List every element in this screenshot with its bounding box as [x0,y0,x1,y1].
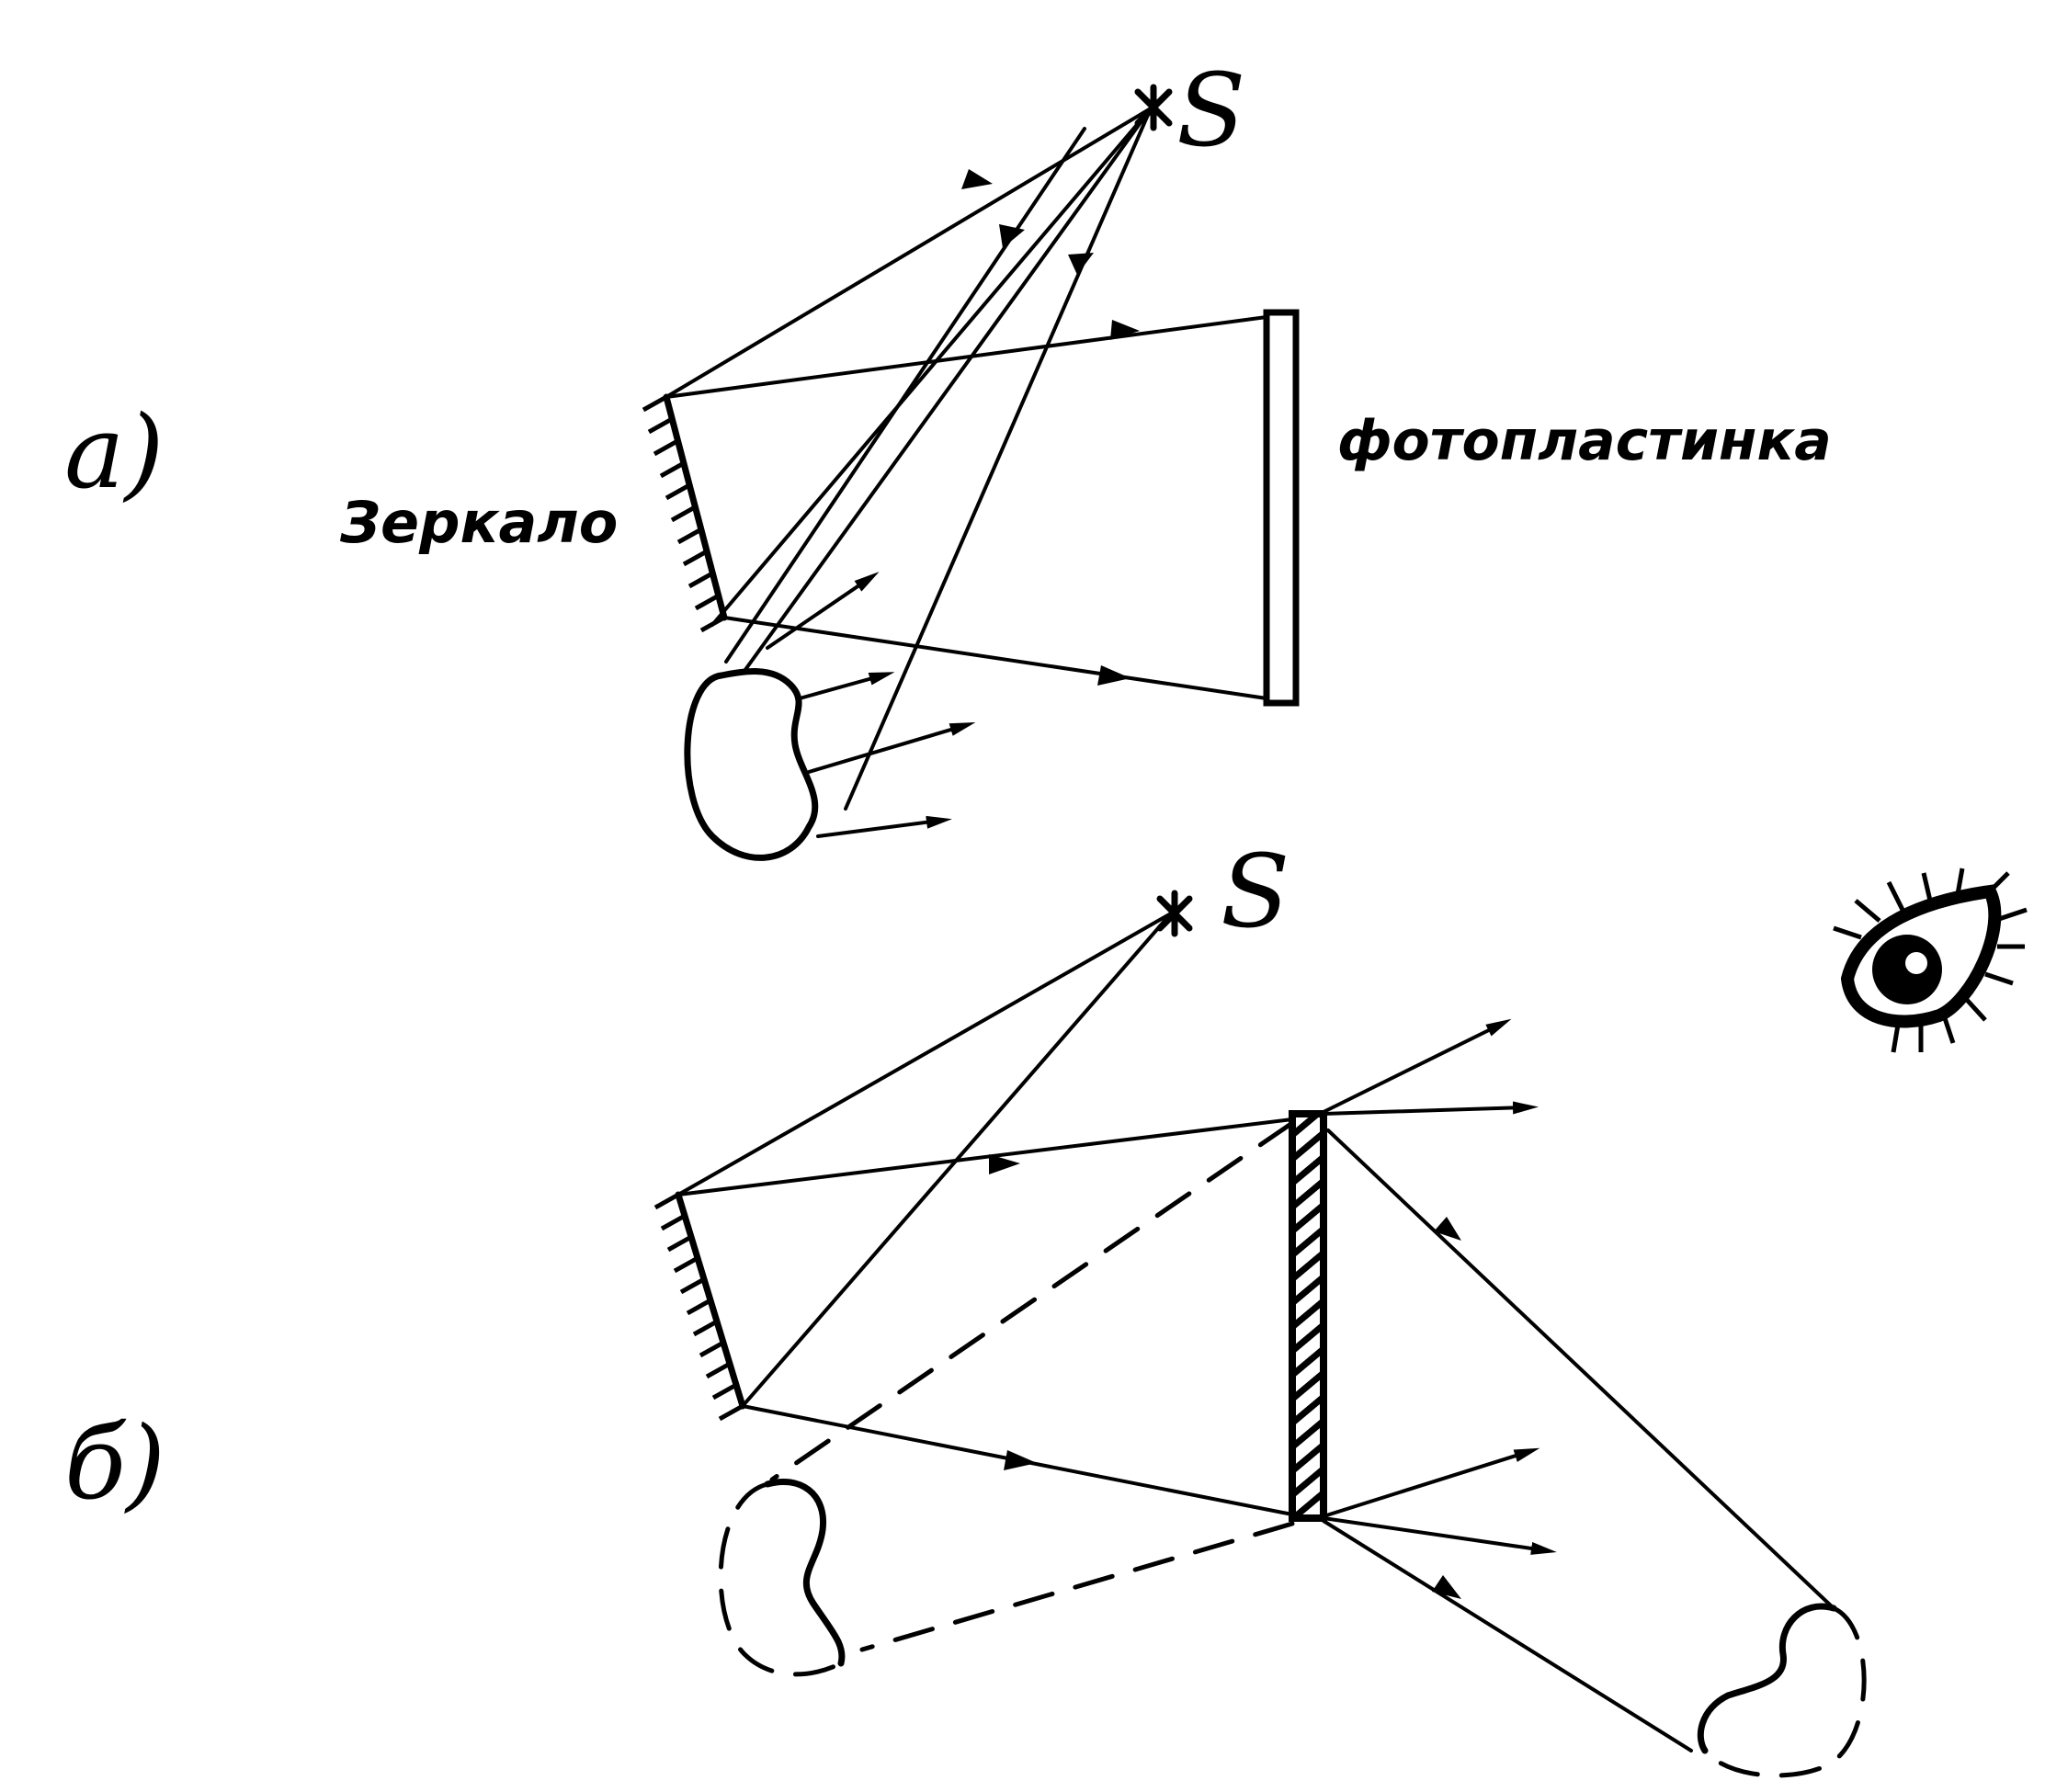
object-a [684,668,819,861]
source-label-a: S [1176,51,1245,169]
mirror-hatch-icon [642,394,726,633]
rays-a [665,107,1268,811]
ray-arrowheads-a [961,169,1140,686]
panel-a-label: а) [64,393,165,511]
star-source-icon [1156,890,1193,937]
panel-b-label: б) [64,1404,165,1522]
mirror-a [642,393,728,633]
eye-icon [1833,868,2028,1053]
panel-a: а) S Зеркало [64,51,1832,861]
panel-b: б) S [64,833,1867,1778]
mirror-hatch-icon [653,1192,744,1422]
ray-arrowheads-b [989,1154,1461,1599]
source-label-b: S [1221,833,1289,950]
photo-plate-a [1263,309,1300,707]
plate-label: фотопластинка [1337,409,1832,473]
mirror-b [653,1191,746,1422]
rays-b [676,912,1835,1752]
hologram-plate-b [1289,1110,1327,1522]
real-image-b [1697,1603,1867,1778]
mirror-label: Зеркало [339,489,618,556]
scattered-waves-a [766,572,976,838]
virtual-rays-b [769,1120,1295,1652]
virtual-image-b [718,1478,846,1677]
